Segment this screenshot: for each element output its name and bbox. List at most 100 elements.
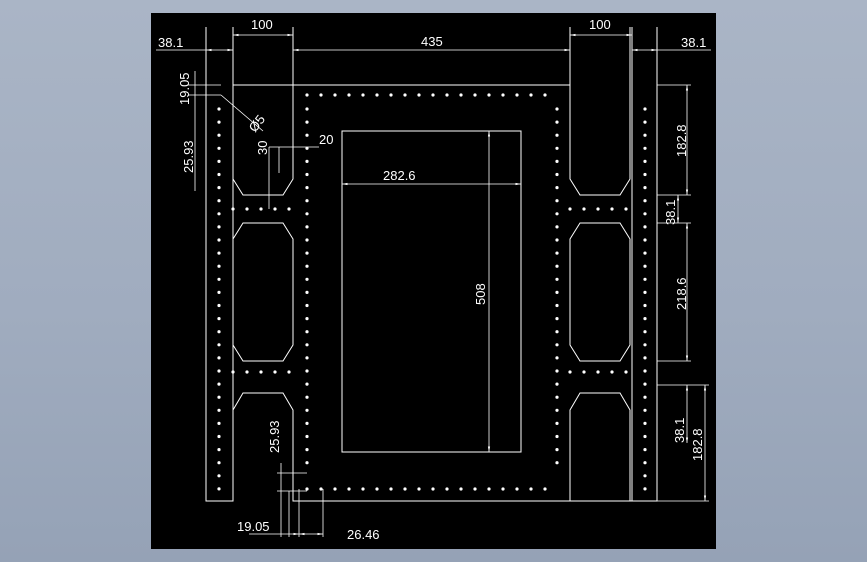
dimension-lines [156, 33, 711, 537]
hole-dot [643, 434, 647, 439]
hole-dot [582, 370, 586, 374]
left-middle-slot [232, 222, 294, 362]
hole-dot [431, 487, 435, 491]
cad-viewport[interactable]: 100 435 100 38.1 38.1 19.05 25.93 Ø5 30 … [151, 13, 716, 549]
hole-dot [643, 146, 647, 150]
cad-drawing[interactable]: 100 435 100 38.1 38.1 19.05 25.93 Ø5 30 … [151, 13, 716, 549]
hole-dot [624, 370, 628, 374]
hole-dot [643, 133, 647, 137]
hole-dot [217, 330, 221, 334]
hole-dot [555, 303, 559, 308]
hole-dot [555, 461, 559, 465]
hole-dot [305, 408, 309, 412]
hole-dot [217, 251, 221, 255]
hole-dot [445, 487, 449, 491]
hole-dot [305, 251, 309, 255]
dimension-labels: 100 435 100 38.1 38.1 19.05 25.93 Ø5 30 … [158, 17, 706, 542]
hole-dot [305, 120, 309, 124]
hole-dot [643, 290, 647, 294]
hole-dot [305, 159, 309, 163]
hole-dot [643, 251, 647, 255]
hole-dot [347, 487, 351, 491]
hole-dot [555, 159, 559, 163]
hole-dot [555, 251, 559, 255]
hole-dot [643, 172, 647, 177]
label-bottom-pitch: 26.46 [347, 527, 380, 542]
hole-dot [610, 207, 614, 211]
hole-dot [459, 487, 463, 491]
hole-dot [555, 356, 559, 360]
hole-dot [217, 408, 221, 412]
hole-dot [643, 238, 647, 242]
hole-dot [305, 107, 309, 111]
hole-dot [217, 199, 221, 203]
hole-dot [361, 93, 365, 97]
hole-dot [259, 207, 263, 211]
hole-dot [305, 303, 309, 308]
hole-dot [305, 264, 309, 268]
hole-dot [417, 93, 421, 97]
hole-dot [347, 93, 351, 97]
hole-dot [582, 207, 586, 211]
label-chamfer-width: 20 [319, 132, 333, 147]
hole-dot [217, 395, 221, 399]
hole-dot [555, 343, 559, 347]
hole-dot [305, 199, 309, 203]
label-window-height: 508 [473, 283, 488, 305]
hole-dot [555, 186, 559, 190]
label-right-gap-upper: 38.1 [663, 200, 678, 225]
hole-dot [333, 487, 337, 491]
hole-dot [217, 133, 221, 137]
hole-dot [643, 330, 647, 334]
hole-dot [555, 199, 559, 203]
hole-dot [217, 461, 221, 465]
hole-dot [305, 93, 309, 97]
hole-dot [643, 186, 647, 190]
hole-dot [375, 487, 379, 491]
hole-dot [273, 370, 277, 374]
hole-dot [217, 303, 221, 308]
hole-dot [555, 330, 559, 334]
hole-dot [217, 487, 221, 491]
hole-dot [543, 93, 547, 97]
hole-dot [643, 448, 647, 452]
hole-dot [305, 212, 309, 216]
part-outline [205, 27, 658, 502]
hole-dot [596, 370, 600, 374]
label-top-right-width: 100 [589, 17, 611, 32]
hole-dot [643, 277, 647, 281]
hole-dot [375, 93, 379, 97]
label-top-left-width: 100 [251, 17, 273, 32]
hole-dot [217, 474, 221, 478]
hole-dot [473, 487, 477, 491]
hole-dot [361, 487, 365, 491]
hole-dot [245, 370, 249, 374]
hole-dot [305, 461, 309, 465]
label-window-width: 282.6 [383, 168, 416, 183]
hole-dot [273, 207, 277, 211]
hole-dot [473, 93, 477, 97]
hole-dot [305, 186, 309, 190]
hole-dot [231, 207, 235, 211]
label-right-lower-height: 182.8 [690, 428, 705, 461]
hole-dot [217, 343, 221, 347]
hole-dot [643, 303, 647, 308]
hole-dot [217, 369, 221, 373]
hole-dot [643, 199, 647, 203]
label-bottom-hole-spacing: 19.05 [237, 519, 270, 534]
hole-dot [643, 107, 647, 111]
leader-hole-diameter [220, 94, 264, 132]
hole-dot [305, 330, 309, 334]
hole-dot [555, 434, 559, 439]
hole-dot [305, 133, 309, 137]
hole-dot [501, 487, 505, 491]
hole-dot [643, 120, 647, 124]
label-right-offset: 38.1 [681, 35, 706, 50]
hole-dot [643, 317, 647, 321]
hole-dot [643, 421, 647, 425]
hole-dot [217, 277, 221, 281]
hole-dot [487, 487, 491, 491]
label-hole-edge-left: 25.93 [181, 140, 196, 173]
hole-dot [305, 146, 309, 150]
hole-dot [217, 356, 221, 360]
